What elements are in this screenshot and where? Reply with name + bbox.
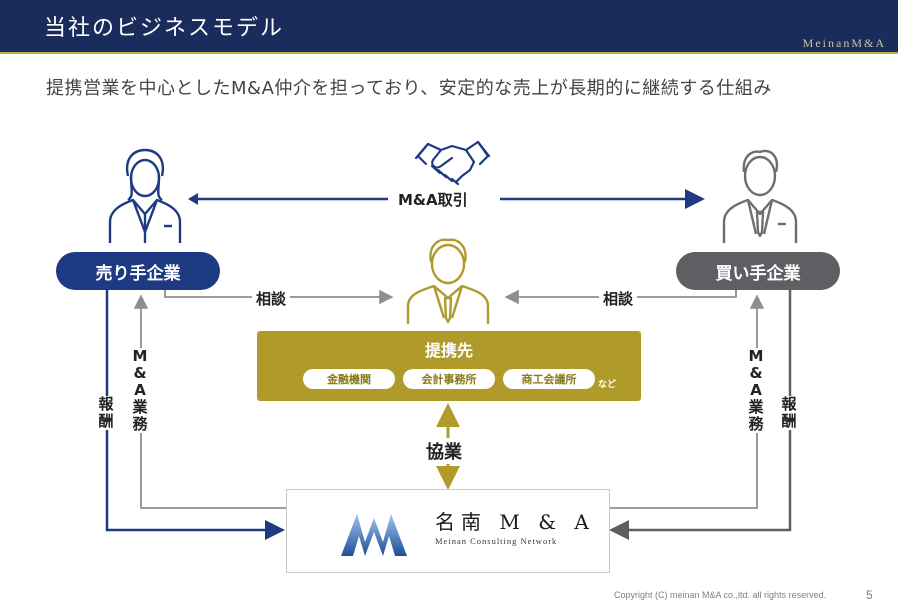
partner-box: 提携先 金融機関 会計事務所 商工会議所 など <box>257 331 641 401</box>
consult-right-label: 相談 <box>599 288 638 309</box>
brand-name: MeinanM&A <box>802 36 886 50</box>
partner-chip-accounting: 会計事務所 <box>403 369 495 389</box>
handshake-icon <box>414 140 491 186</box>
page-title: 当社のビジネスモデル <box>44 16 285 41</box>
meinan-logo-mark <box>341 514 407 556</box>
page-number: 5 <box>866 588 873 602</box>
partner-chip-commerce: 商工会議所 <box>503 369 595 389</box>
meinan-ma-box: 名南 M & A Meinan Consulting Network <box>286 489 610 573</box>
fee-right-label: 報酬 <box>780 395 798 430</box>
service-left-arrow <box>133 294 286 509</box>
consult-left-label: 相談 <box>252 288 291 309</box>
partner-etc-label: など <box>598 380 617 390</box>
seller-person-icon <box>108 148 182 243</box>
collab-label: 協業 <box>424 438 464 464</box>
header-underline <box>0 52 898 54</box>
fee-left-arrow <box>105 290 285 540</box>
consult-right-arrow <box>504 289 737 305</box>
meinan-ma-name: 名南 M & A <box>435 510 595 534</box>
consult-left-arrow <box>164 289 394 305</box>
copyright-text: Copyright (C) meinan M&A co.,ltd. all ri… <box>614 590 827 600</box>
partner-title: 提携先 <box>424 341 473 360</box>
buyer-person-icon <box>722 149 798 243</box>
page-subtitle: 提携営業を中心としたM&A仲介を担っており、安定的な売上が長期的に継続する仕組み <box>46 78 772 99</box>
partner-chip-financial: 金融機関 <box>303 369 395 389</box>
fee-left-label: 報酬 <box>97 395 115 430</box>
service-right-arrow <box>608 294 765 509</box>
deal-label: M&A取引 <box>394 189 472 210</box>
meinan-ma-tagline: Meinan Consulting Network <box>435 536 558 546</box>
partner-person-icon <box>406 238 490 324</box>
header-bar <box>0 0 898 52</box>
seller-company: 売り手企業 <box>56 252 220 290</box>
buyer-company: 買い手企業 <box>676 252 840 290</box>
fee-right-arrow <box>609 290 792 540</box>
